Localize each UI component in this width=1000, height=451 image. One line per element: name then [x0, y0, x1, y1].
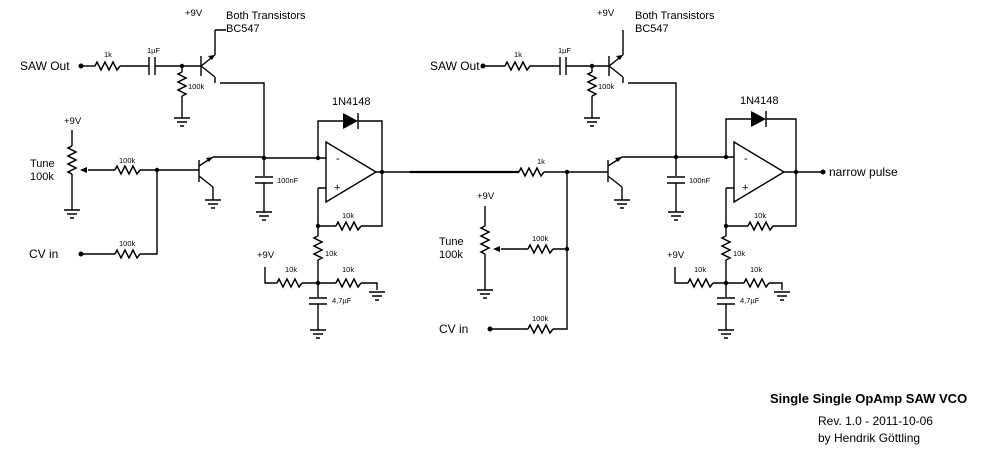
label-r10k-bias-right: 10k — [342, 265, 354, 274]
diode-1n4148 — [343, 113, 359, 129]
emitter-arrow — [616, 55, 623, 60]
opamp-triangle — [325, 140, 378, 204]
label-plus9v-bias: +9V — [257, 250, 275, 261]
resistor-100k-emitter — [586, 71, 598, 97]
label-c47uf: 4,7µF — [332, 296, 352, 305]
label-diode-right: 1N4148 — [740, 95, 779, 107]
label-transistor-note-1-right: Both Transistors — [635, 10, 715, 22]
resistor-1k — [94, 60, 121, 72]
ground-symbol — [584, 117, 600, 127]
label-narrow-pulse: narrow pulse — [829, 165, 898, 179]
label-tune-right: Tune — [439, 236, 464, 248]
label-c1uf: 1µF — [147, 46, 160, 55]
emitter-arrow — [208, 55, 215, 60]
resistor-10k-bias-right — [335, 277, 362, 289]
right-stage — [477, 30, 826, 339]
resistor-100k-tune — [527, 243, 554, 255]
title-main: Single Single OpAmp SAW VCO — [770, 391, 967, 406]
tune-potentiometer[interactable] — [479, 225, 491, 255]
label-r100k-cv: 100k — [119, 239, 136, 248]
label-transistor-note-2-right: BC547 — [635, 23, 669, 35]
label-c47uf-right: 4,7µF — [740, 296, 760, 305]
label-opamp-plus: + — [334, 182, 340, 194]
opamp-triangle — [733, 140, 786, 204]
label-r1k: 1k — [104, 50, 112, 59]
ground-symbol — [310, 329, 326, 339]
label-cv-in-right: CV in — [439, 322, 468, 336]
label-tune: Tune — [30, 158, 55, 170]
resistor-10k-divider — [720, 235, 732, 261]
label-r10k-bias-left: 10k — [285, 265, 297, 274]
resistor-1k-input — [518, 166, 545, 178]
label-c100nf: 100nF — [277, 176, 299, 185]
label-plus9v-top-right: +9V — [597, 8, 615, 19]
label-r100k-tune-right: 100k — [532, 234, 549, 243]
label-r1k-input: 1k — [537, 157, 545, 166]
label-c100nf-right: 100nF — [689, 176, 711, 185]
label-tune-value: 100k — [30, 171, 54, 183]
tune-potentiometer[interactable] — [66, 145, 78, 175]
label-r10k-divider-right: 10k — [733, 249, 745, 258]
label-opamp-minus-right: - — [744, 153, 748, 165]
label-r100k-cv-right: 100k — [532, 314, 549, 323]
label-r100k-emitter-right: 100k — [598, 82, 615, 91]
capacitor-100nf — [255, 176, 273, 184]
resistor-1k — [504, 60, 531, 72]
ground-symbol — [174, 117, 190, 127]
label-tune-value-right: 100k — [439, 249, 463, 261]
label-saw-out: SAW Out — [20, 59, 70, 73]
diode-1n4148 — [751, 111, 767, 127]
label-diode: 1N4148 — [332, 96, 371, 108]
label-cv-in: CV in — [29, 247, 58, 261]
label-saw-out-right: SAW Out — [430, 59, 480, 73]
ground-symbol — [718, 329, 734, 339]
title-author: by Hendrik Göttling — [818, 431, 920, 445]
resistor-10k-bias-left — [276, 277, 303, 289]
label-r10k-divider: 10k — [325, 249, 337, 258]
left-stage — [64, 29, 410, 339]
label-c1uf-right: 1µF — [558, 46, 571, 55]
label-r100k-tune: 100k — [119, 156, 136, 165]
ground-symbol — [369, 291, 385, 301]
label-r1k-right: 1k — [514, 50, 522, 59]
label-transistor-note-2: BC547 — [226, 23, 260, 35]
narrow-pulse-terminal[interactable] — [820, 169, 826, 175]
ground-symbol — [64, 209, 80, 219]
label-opamp-plus-right: + — [742, 182, 748, 194]
label-r10k-feedback-right: 10k — [754, 211, 766, 220]
resistor-100k-cv — [527, 323, 554, 335]
label-plus9v-pot: +9V — [64, 116, 82, 127]
label-plus9v-bias-right: +9V — [667, 250, 685, 261]
resistor-10k-bias-left — [687, 277, 714, 289]
title-revision: Rev. 1.0 - 2011-10-06 — [818, 414, 933, 428]
label-plus9v-pot-right: +9V — [477, 191, 495, 202]
ground-symbol — [614, 199, 630, 209]
label-r100k-emitter: 100k — [188, 82, 205, 91]
capacitor-4u7 — [309, 297, 327, 305]
ground-symbol — [668, 211, 684, 221]
resistor-10k-bias-right — [743, 277, 770, 289]
resistor-10k-divider — [312, 235, 324, 261]
capacitor-1uf — [559, 57, 567, 75]
ground-symbol — [256, 211, 272, 221]
resistor-100k-cv — [114, 248, 141, 260]
resistor-100k-emitter — [176, 71, 188, 97]
resistor-10k-feedback — [747, 220, 774, 232]
capacitor-1uf — [148, 57, 156, 75]
ground-symbol — [774, 291, 790, 301]
label-transistor-note-1: Both Transistors — [226, 10, 306, 22]
ground-symbol — [477, 289, 493, 299]
ground-symbol — [205, 199, 221, 209]
label-r10k-feedback: 10k — [342, 211, 354, 220]
capacitor-4u7 — [717, 297, 735, 305]
label-r10k-bias-left-right: 10k — [694, 265, 706, 274]
label-opamp-minus: - — [336, 153, 340, 165]
resistor-100k-tune — [114, 164, 141, 176]
resistor-10k-feedback — [335, 220, 362, 232]
label-r10k-bias-right-right: 10k — [750, 265, 762, 274]
capacitor-100nf — [667, 176, 685, 184]
label-plus9v-top: +9V — [185, 8, 203, 19]
